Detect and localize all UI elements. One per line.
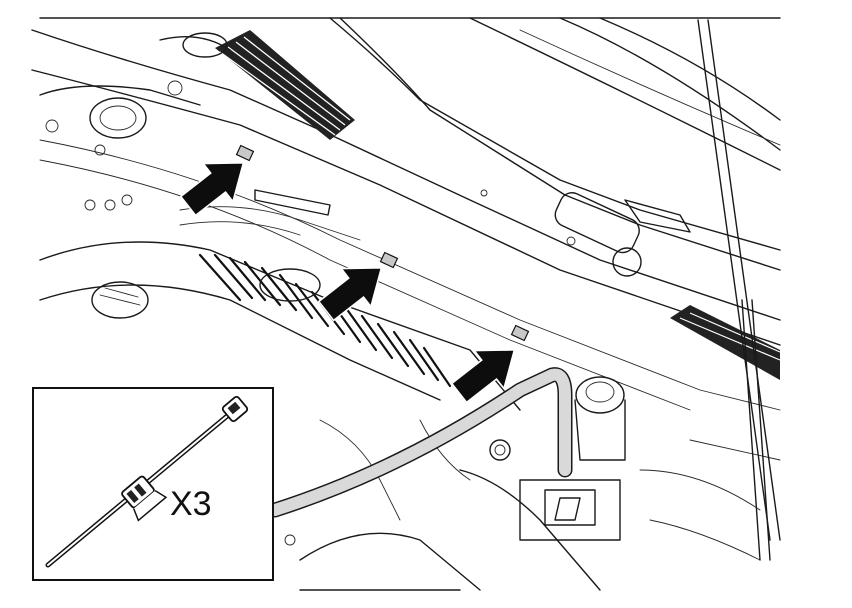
hood-strut [697, 19, 781, 561]
arrow-icon [179, 162, 245, 217]
intake-ribs [198, 253, 452, 388]
arrow-icon [317, 267, 383, 322]
wiper-arm [329, 17, 781, 277]
cowl-grille-right [670, 305, 781, 380]
arrow-icon [450, 349, 516, 404]
cable-tie-clip [379, 251, 399, 269]
cable-tie-inset: X3 [32, 387, 274, 581]
lower-components [284, 376, 781, 591]
quantity-label: X3 [170, 485, 212, 523]
cable-tie-clip [510, 324, 530, 342]
hood-and-body-lines [31, 17, 781, 411]
cowl-grille-left [215, 30, 355, 140]
cable-tie-clip [235, 144, 255, 162]
strut-tower [39, 32, 231, 211]
cable-tie-icon [45, 396, 249, 568]
cable-loom [267, 367, 573, 518]
engine-intake [39, 189, 521, 411]
